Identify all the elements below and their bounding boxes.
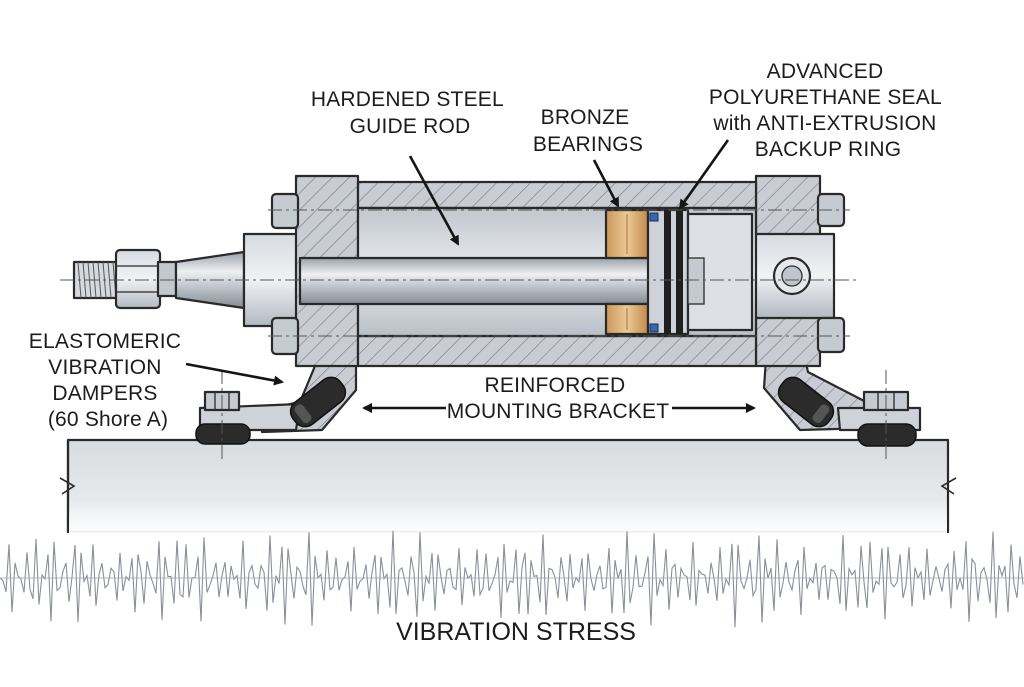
damper-pad-left: [195, 423, 251, 445]
elastomeric-damper-left: [289, 376, 347, 428]
bronze-bearings: [604, 208, 650, 336]
thread-line: [107, 261, 112, 299]
leader-seal: [678, 139, 730, 210]
leader-bearings: [592, 159, 620, 208]
label-guide-rod: HARDENED STEEL GUIDE ROD: [311, 88, 509, 138]
damper-pad-right: [857, 423, 917, 447]
hex-bolt-icon: [816, 316, 846, 354]
polyurethane-seal: [676, 210, 683, 334]
label-seal: ADVANCED POLYURETHANE SEAL with ANTI-EXT…: [709, 60, 947, 161]
label-bracket: REINFORCED MOUNTING BRACKET: [447, 374, 670, 423]
label-dampers: ELASTOMERIC VIBRATION DAMPERS (60 Shore …: [29, 330, 187, 431]
piston-assembly: [646, 208, 754, 336]
thread-line: [97, 261, 102, 299]
hex-bolt-icon: [270, 192, 300, 230]
leader-guide-rod: [408, 155, 460, 246]
leader-dampers: [185, 362, 284, 386]
backup-ring: [649, 212, 659, 222]
label-bearings: BRONZE BEARINGS: [533, 106, 643, 156]
right-end-cap: [750, 174, 846, 368]
base-plate: [59, 438, 957, 534]
polyurethane-seal: [664, 210, 671, 334]
threaded-stud: [72, 248, 246, 310]
guide-rod: [298, 256, 668, 306]
elastomeric-damper-right: [777, 376, 835, 428]
hex-nut-icon: [114, 248, 162, 310]
label-vibration-stress: VIBRATION STRESS: [396, 618, 636, 646]
thread-line: [82, 261, 87, 299]
backup-ring: [649, 323, 659, 333]
vibration-waveform: [0, 530, 1024, 628]
